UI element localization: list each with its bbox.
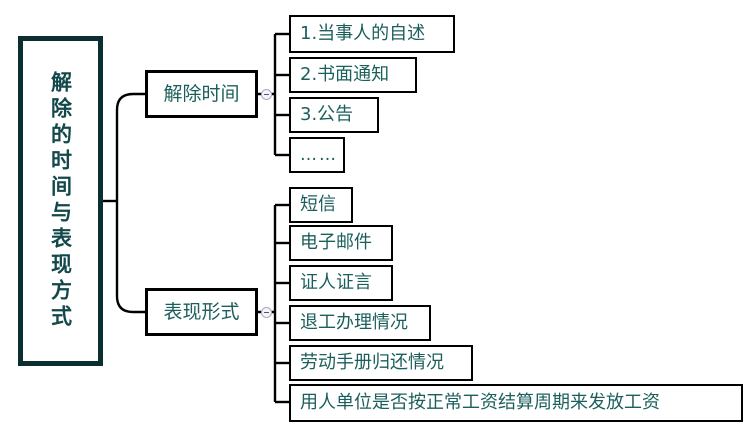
branch-node-label: 解除时间 [163,82,240,105]
leaf-node-label: 电子邮件 [300,232,372,253]
leaf-node[interactable]: 证人证言 [289,265,393,301]
leaf-node-label: 证人证言 [300,272,372,293]
leaf-node[interactable]: 劳动手册归还情况 [289,345,473,381]
branch-node-label: 表现形式 [163,300,240,323]
leaf-node[interactable]: 1.当事人的自述 [289,15,455,53]
leaf-node-label: 退工办理情况 [300,312,408,333]
connector-root-to-jiechushijian [115,92,145,111]
leaf-node[interactable]: 电子邮件 [289,225,393,261]
root-node[interactable]: 解除的时间与表现方式 [18,36,103,366]
collapse-toggle-biaoxianxingshi[interactable] [261,307,272,318]
leaf-node-label: 2.书面通知 [300,64,390,85]
collapse-toggle-jiechushijian[interactable] [261,89,272,100]
leaf-node-label: 3.公告 [300,104,354,125]
leaf-node-label: …… [300,144,338,165]
leaf-node[interactable]: …… [289,137,345,173]
leaf-node-label: 1.当事人的自述 [300,23,426,44]
leaf-node[interactable]: 2.书面通知 [289,57,417,93]
connector-root-to-biaoxianxingshi [115,295,145,314]
leaf-node-label: 用人单位是否按正常工资结算周期来发放工资 [300,392,660,413]
leaf-node[interactable]: 短信 [289,187,353,223]
root-node-label: 解除的时间与表现方式 [48,71,73,331]
leaf-node[interactable]: 退工办理情况 [289,305,431,341]
leaf-node[interactable]: 3.公告 [289,97,379,133]
branch-node-jiechushijian[interactable]: 解除时间 [145,70,258,118]
leaf-node-label: 短信 [300,194,336,215]
leaf-node-label: 劳动手册归还情况 [300,352,444,373]
branch-node-biaoxianxingshi[interactable]: 表现形式 [145,288,258,336]
leaf-node[interactable]: 用人单位是否按正常工资结算周期来发放工资 [289,384,743,422]
